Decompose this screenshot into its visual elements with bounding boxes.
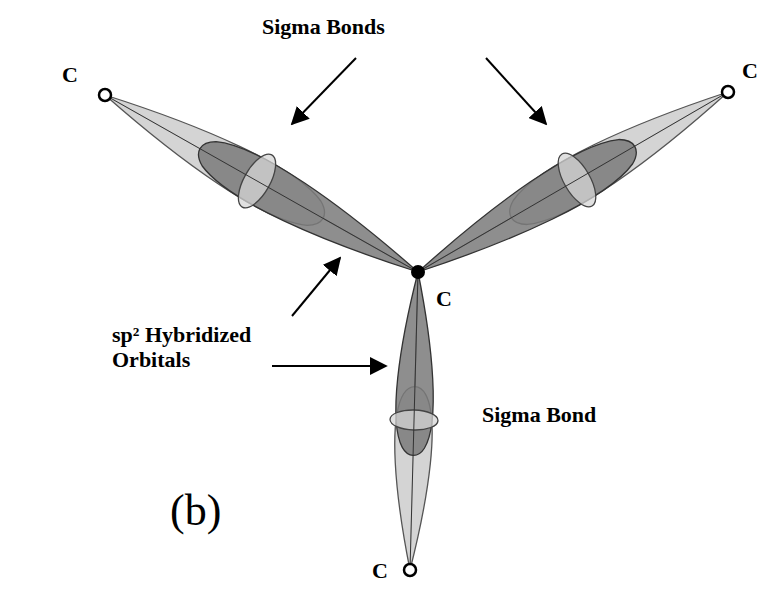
leader-arrow — [272, 58, 546, 366]
carbon-atom — [99, 86, 734, 576]
outer-orbital — [94, 72, 740, 570]
callout-label: sp² Hybridized Orbitals — [112, 322, 282, 373]
atom-label: C — [436, 286, 452, 311]
atom-label: C — [742, 58, 758, 83]
atom-label: C — [62, 62, 78, 87]
atom-label: C — [372, 558, 388, 583]
callout-label: Sigma Bond — [482, 402, 596, 427]
bond-axis — [105, 92, 728, 570]
figure-label: (b) — [170, 486, 221, 537]
callout-label: Sigma Bonds — [262, 14, 385, 39]
